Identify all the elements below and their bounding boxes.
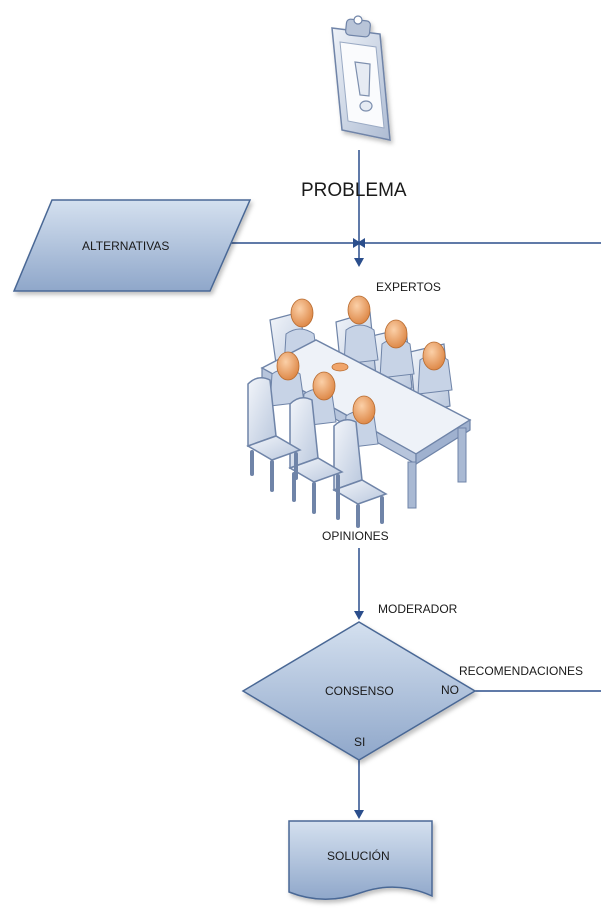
consensus-decision-shape[interactable] — [241, 621, 477, 761]
opinions-label: OPINIONES — [322, 529, 389, 543]
arrow-down-icon — [354, 810, 364, 819]
problem-label: PROBLEMA — [301, 180, 407, 201]
arrow-down-icon — [354, 258, 364, 267]
yes-label: SI — [354, 735, 365, 749]
clipboard-exclamation-icon — [331, 15, 391, 141]
experts-label: EXPERTOS — [376, 280, 441, 294]
arrow-left-icon — [357, 238, 365, 248]
arrowheads — [353, 238, 365, 819]
alternatives-label: ALTERNATIVAS — [82, 239, 169, 253]
moderator-label: MODERADOR — [378, 602, 458, 616]
alternatives-data-shape[interactable] — [12, 199, 252, 292]
meeting-table-icon — [246, 295, 472, 528]
consensus-label: CONSENSO — [325, 684, 394, 698]
solution-document-shape[interactable] — [288, 820, 433, 900]
recommendations-label: RECOMENDACIONES — [459, 664, 583, 678]
no-label: NO — [441, 683, 459, 697]
solution-label: SOLUCIÓN — [327, 848, 390, 863]
arrow-down-icon — [354, 611, 364, 620]
